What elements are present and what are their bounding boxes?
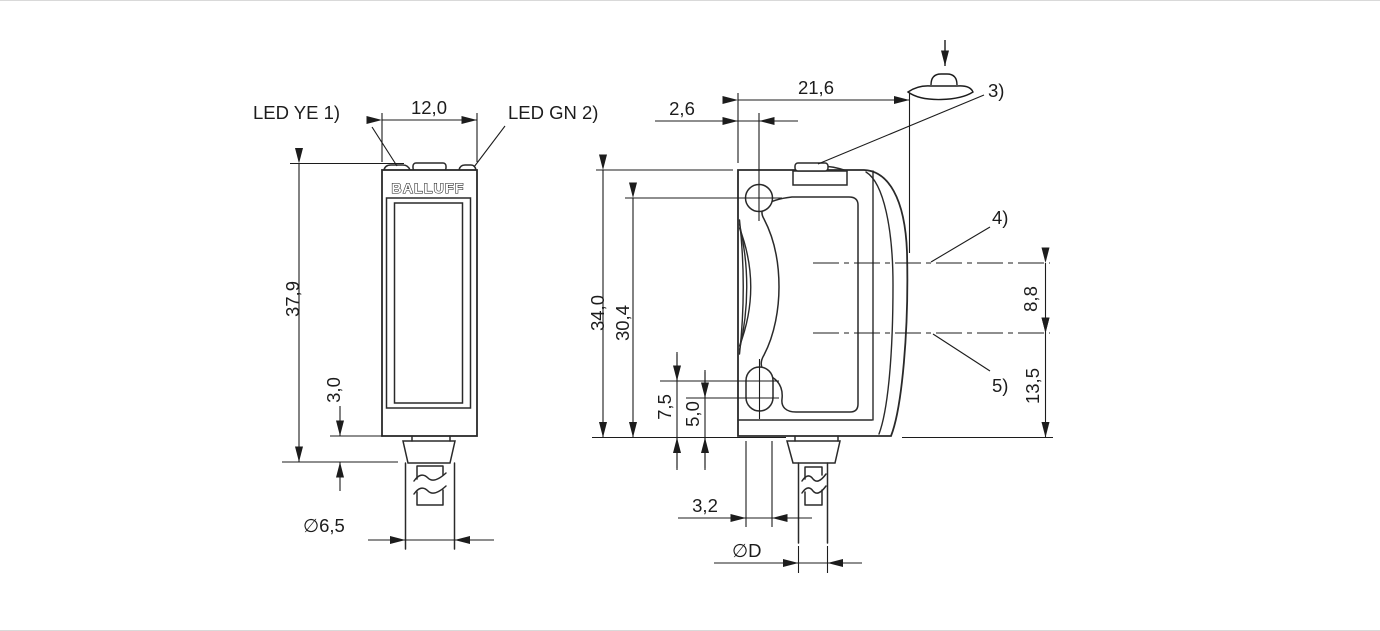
front-view-dimensions	[282, 113, 506, 544]
callout-5-leader	[932, 333, 991, 372]
side-view	[737, 162, 909, 544]
dim-axis-gap-label: 8,8	[1020, 286, 1041, 312]
dim-slot-lower-label: 5,0	[682, 401, 703, 427]
lens-arcs	[738, 219, 752, 355]
callout-4-leader	[930, 226, 991, 263]
front-window-outer	[385, 197, 472, 409]
front-body	[381, 169, 478, 437]
cable-break-icon	[413, 485, 447, 495]
callout-axis-upper-label: 4)	[992, 207, 1008, 228]
dim-slot-upper-label: 7,5	[654, 394, 675, 420]
page-top-border	[0, 0, 1380, 1]
cable-break-icon	[413, 472, 447, 482]
dim-width-label: 12,0	[411, 97, 447, 118]
back-contour	[865, 171, 894, 435]
callout-axis-lower-label: 5)	[992, 375, 1008, 396]
drawing-labels: LED YE 1) LED GN 2) 12,0 37,9 3,0 ∅6,5 B…	[253, 77, 1043, 561]
led-green-label: LED GN 2)	[508, 102, 598, 123]
push-button-icon	[906, 40, 974, 101]
led-yellow-leader	[371, 126, 398, 167]
dim-hole-to-bottom-label: 30,4	[612, 305, 633, 341]
side-body	[737, 169, 909, 437]
dim-slot-width-label: 3,2	[692, 495, 718, 516]
dim-cable-diameter-label: ∅6,5	[303, 515, 345, 536]
dim-hole-offset-label: 2,6	[669, 98, 695, 119]
cable-break-icon	[801, 473, 827, 482]
callout-3-leader	[817, 94, 985, 165]
dim-height-label: 37,9	[282, 281, 303, 317]
side-view-dimensions	[592, 40, 1053, 573]
dim-step-label: 3,0	[323, 377, 344, 403]
dim-depth-label: 21,6	[798, 77, 834, 98]
dim-side-height-label: 34,0	[587, 295, 608, 331]
front-window-inner	[393, 202, 464, 404]
dim-axis-bottom-label: 13,5	[1022, 368, 1043, 404]
led-green-bump	[458, 164, 477, 171]
dim-cable-d-label: ∅D	[732, 540, 761, 561]
front-cable	[402, 435, 456, 550]
callout-button-label: 3)	[988, 80, 1004, 101]
led-yellow-label: LED YE 1)	[253, 102, 340, 123]
front-view	[381, 162, 478, 550]
side-cable	[786, 435, 841, 544]
teach-button-side	[792, 162, 848, 186]
led-green-leader	[473, 125, 506, 168]
balluff-logo: BALLUFF	[392, 180, 465, 196]
